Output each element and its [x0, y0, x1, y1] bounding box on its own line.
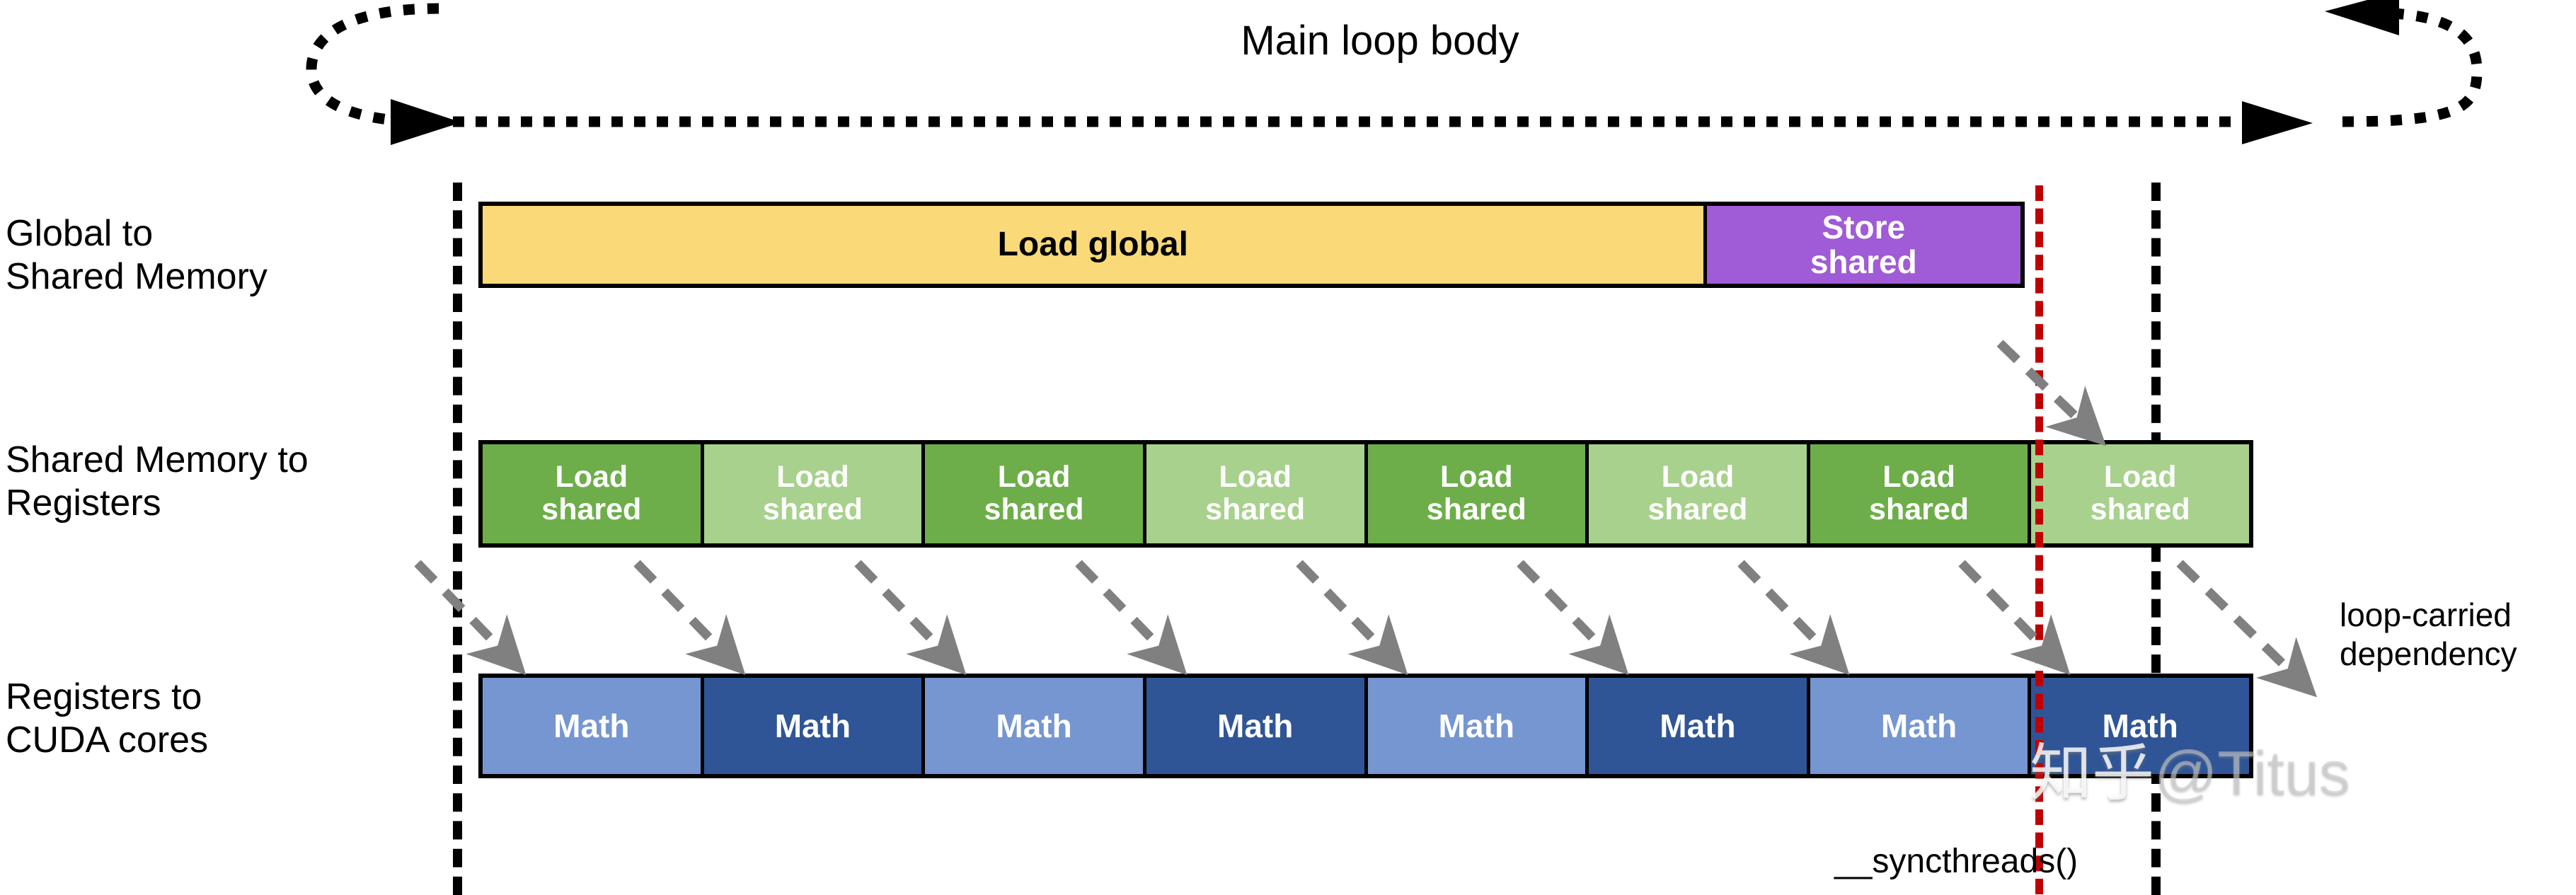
block-load-shared: Load shared: [1810, 444, 2032, 543]
block-load-shared: Load shared: [1367, 444, 1589, 543]
dep-arrow-3: [1075, 560, 1188, 676]
dep-arrow-store-to-load: [1996, 340, 2107, 446]
dep-arrow-1: [633, 560, 746, 676]
loop-arrowhead-top-left: [2325, 0, 2399, 35]
dep-arrow-2: [854, 560, 967, 676]
block-load-shared: Load shared: [2031, 444, 2249, 543]
block-load-shared: Load shared: [483, 444, 704, 543]
block-math: Math: [2031, 678, 2249, 774]
block-load-shared: Load shared: [703, 444, 926, 543]
row-label-global-to-shared-memory: Global to Shared Memory: [6, 213, 268, 297]
block-math: Math: [703, 678, 926, 774]
block-math: Math: [483, 678, 704, 774]
loop-curve-right: [2342, 7, 2483, 127]
dep-arrow-loop-carried: [2176, 560, 2318, 698]
dep-arrow-4: [1296, 560, 1408, 676]
dep-arrow-5: [1517, 560, 1629, 676]
loop-carried-dependency-label: loop-carried dependency: [2340, 596, 2517, 673]
block-math: Math: [1367, 678, 1589, 774]
block-load-shared: Load shared: [1146, 444, 1368, 543]
block-math: Math: [1810, 678, 2032, 774]
block-load-global: Load global: [483, 206, 1707, 284]
syncthreads-label: __syncthreads(): [1834, 843, 2078, 880]
dep-arrow-6: [1737, 560, 1850, 676]
block-store-shared: Store shared: [1706, 206, 2020, 284]
syncthreads-boundary-line: [2035, 185, 2043, 894]
row-label-shared-memory-to-registers: Shared Memory to Registers: [6, 439, 309, 524]
dep-arrow-0: [414, 560, 527, 676]
loop-arrowhead-right: [2242, 101, 2313, 144]
block-math: Math: [1146, 678, 1368, 774]
block-math: Math: [1589, 678, 1810, 774]
loop-curve-left: [306, 3, 439, 127]
row-label-registers-to-cuda-cores: Registers to CUDA cores: [6, 676, 209, 761]
main-loop-arrow: [306, 0, 2483, 145]
main-loop-title: Main loop body: [1241, 18, 1519, 64]
block-load-shared: Load shared: [925, 444, 1146, 543]
block-math: Math: [925, 678, 1146, 774]
block-load-shared: Load shared: [1589, 444, 1810, 543]
iteration-start-boundary-line: [453, 183, 462, 895]
loop-arrowhead-left: [391, 99, 461, 145]
